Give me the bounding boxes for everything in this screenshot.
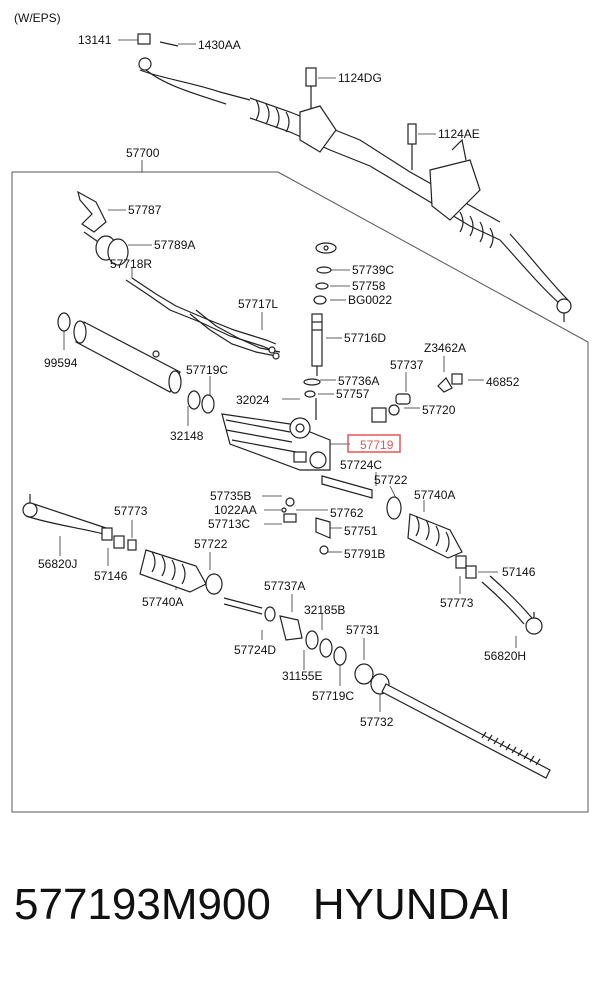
- pinion-column: [303, 242, 337, 420]
- part-label: 32185B: [304, 603, 345, 617]
- part-label: 57762: [330, 506, 364, 520]
- part-label: 32148: [170, 429, 204, 443]
- part-label: 57740A: [414, 488, 455, 502]
- part-label: 57716D: [344, 331, 386, 345]
- part-label: 57719C: [312, 689, 354, 703]
- part-number: 577193M900: [14, 880, 271, 929]
- part-label: 57700: [126, 146, 160, 160]
- part-label: 57718R: [110, 257, 152, 271]
- part-label: 57737: [390, 358, 424, 372]
- part-label highlighted-part-label: 57719: [360, 438, 394, 452]
- part-label: 57719C: [186, 363, 228, 377]
- tie-rod-nut-top: [137, 33, 151, 45]
- part-label: 1124DG: [338, 71, 382, 85]
- part-label: 57731: [346, 623, 380, 637]
- part-label: 99594: [44, 356, 78, 370]
- part-label: BG0022: [348, 293, 392, 307]
- part-label: Z3462A: [424, 341, 466, 355]
- part-label: 1430AA: [198, 38, 241, 52]
- part-label: 57773: [440, 596, 474, 610]
- part-label: 57789A: [154, 238, 195, 252]
- part-label: 57717L: [238, 297, 278, 311]
- part-label: 57146: [94, 569, 128, 583]
- part-label: 57737A: [264, 579, 305, 593]
- part-label: 31155E: [282, 669, 322, 683]
- part-label: 57787: [128, 203, 162, 217]
- housing-tube: [57, 312, 215, 414]
- brand-name: HYUNDAI: [312, 880, 511, 929]
- overview-gear-assembly: [137, 33, 572, 322]
- part-caption: 577193M900 HYUNDAI: [14, 880, 594, 940]
- part-labels: 13141 1430AA 1124DG 1124AE 57700 57787 5…: [38, 33, 536, 729]
- part-label: 57757: [336, 387, 370, 401]
- steering-gear-exploded-diagram: (W/EPS): [11, 11, 589, 813]
- lower-left-parts: [22, 494, 347, 666]
- part-label: 13141: [78, 33, 112, 47]
- part-label: 57740A: [142, 595, 183, 609]
- part-label: 1124AE: [438, 127, 480, 141]
- assembly-outline: [11, 160, 589, 813]
- rack-bar: [354, 663, 551, 779]
- part-label: 57724C: [340, 458, 382, 472]
- part-label: 57720: [422, 403, 456, 417]
- part-label: 57735B: [210, 489, 251, 503]
- part-label: 57758: [352, 279, 386, 293]
- part-label: 57739C: [352, 263, 394, 277]
- right-tie-rod-parts: [321, 475, 543, 635]
- part-label: 57773: [114, 504, 148, 518]
- part-label: 57732: [360, 715, 394, 729]
- part-label: 57736A: [338, 374, 379, 388]
- gear-housing: [221, 413, 331, 471]
- header-note: (W/EPS): [14, 11, 61, 25]
- part-label: 57751: [344, 524, 378, 538]
- part-label: 57722: [374, 473, 408, 487]
- bracket-and-pipes: [77, 190, 281, 360]
- part-label: 57791B: [344, 547, 385, 561]
- part-label: 56820H: [484, 649, 526, 663]
- part-label: 32024: [236, 393, 270, 407]
- part-label: 57724D: [234, 643, 276, 657]
- part-label: 57722: [194, 537, 228, 551]
- yoke-parts: [371, 373, 463, 423]
- highlight-box: [347, 434, 401, 453]
- part-label: 56820J: [38, 557, 77, 571]
- part-label: 57146: [502, 565, 536, 579]
- part-label: 57713C: [208, 517, 250, 531]
- part-label: 46852: [486, 375, 520, 389]
- part-label: 1022AA: [214, 503, 257, 517]
